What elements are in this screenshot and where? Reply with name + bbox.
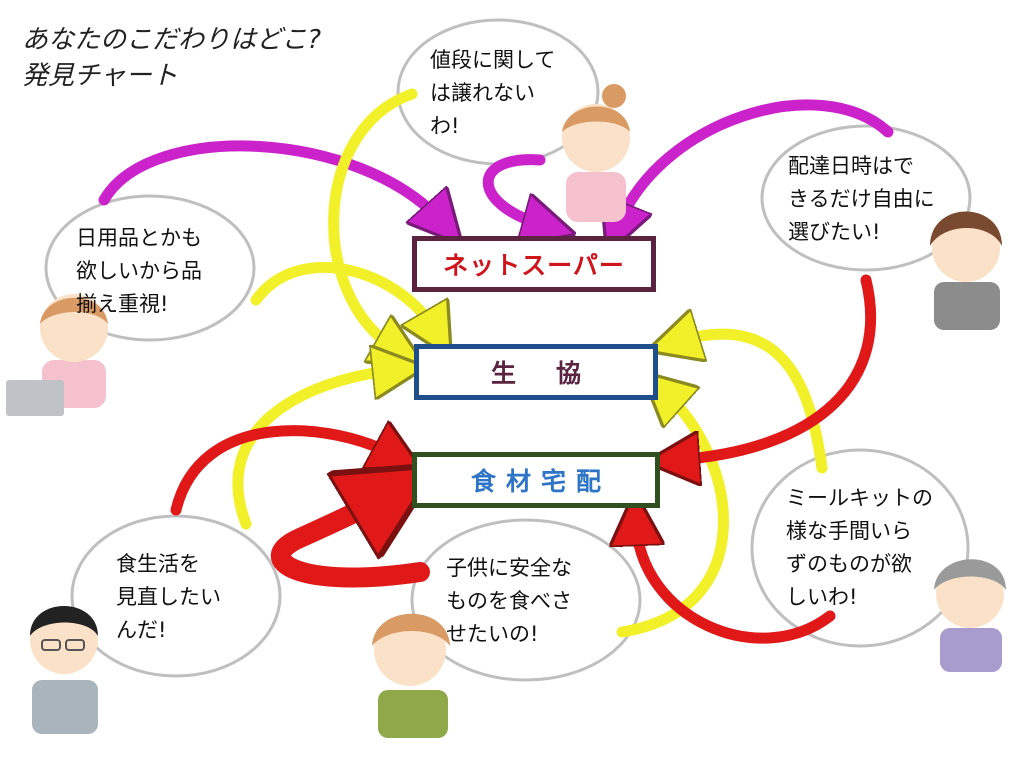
bubble-line: せたいの!	[446, 622, 539, 646]
bubble-line: ミールキットの	[786, 486, 933, 510]
service-label-net-super: ネットスーパー	[443, 251, 625, 280]
service-box-net-super: ネットスーパー	[412, 236, 656, 292]
bubble-line: 値段に関して	[430, 48, 556, 72]
laptop-icon	[6, 380, 64, 416]
bubble-line: んだ!	[116, 618, 167, 642]
title-line-2: 発見チャート	[22, 61, 178, 91]
glasses-icon	[41, 639, 61, 651]
bubble-line: きるだけ自由に	[788, 187, 935, 211]
bubble-text-delivery-time: 配達日時はで きるだけ自由に 選びたい!	[788, 150, 935, 249]
bubble-text-meal-kit: ミールキットの 様な手間いら ずのものが欲 しいわ!	[786, 482, 933, 614]
red-arrows	[170, 274, 876, 644]
bubble-line: ずのものが欲	[786, 552, 912, 576]
arrow-diet-to-coop	[232, 370, 396, 530]
bubble-delivery-time	[760, 124, 972, 272]
service-label-coop: 生協	[490, 359, 621, 388]
arrow-daily-goods-to-coop	[250, 261, 436, 332]
character-price	[562, 84, 630, 222]
bubble-line: は譲れない	[430, 81, 535, 105]
bubble-text-price: 値段に関して は譲れない わ!	[430, 44, 555, 143]
bubble-text-child-safety: 子供に安全な ものを食べさ せたいの!	[446, 552, 572, 651]
service-label-food-delivery: 食材宅配	[470, 467, 611, 496]
character-child-safety	[372, 613, 450, 738]
arrow-child-to-food	[270, 494, 420, 588]
bubble-line: しいわ!	[786, 585, 858, 609]
bubble-line: 子供に安全な	[446, 556, 572, 580]
character-delivery-time	[930, 211, 1002, 330]
title-line-1: あなたのこだわりはどこ?	[22, 25, 322, 55]
bubble-diet	[70, 514, 282, 678]
arrow-price-to-net	[482, 154, 546, 226]
bubble-line: 食生活を	[116, 552, 200, 576]
bubble-text-daily-goods: 日用品とかも 欲しいから品 揃え重視!	[76, 222, 202, 321]
bubble-line: 様な手間いら	[786, 519, 912, 543]
bubble-text-diet: 食生活を 見直したい んだ!	[116, 548, 221, 647]
yellow-arrows	[232, 88, 828, 638]
bubble-line: ものを食べさ	[446, 589, 572, 613]
arrow-meal-kit-to-coop	[676, 334, 828, 474]
bubble-line: 配達日時はで	[788, 154, 914, 178]
bubble-line: 揃え重視!	[76, 292, 169, 316]
arrow-diet-to-food	[170, 431, 396, 516]
service-box-coop: 生協	[414, 344, 658, 400]
arrow-delivery-to-food	[676, 274, 876, 460]
magenta-arrows	[98, 99, 894, 226]
bubble-line: 見直したい	[116, 585, 221, 609]
bubble-line: 選びたい!	[788, 220, 881, 244]
bubble-line: 日用品とかも	[76, 226, 202, 250]
bubble-line: 欲しいから品	[76, 259, 202, 283]
arrow-meal-kit-to-food	[636, 522, 836, 644]
speech-bubbles	[44, 18, 972, 682]
arrow-delivery-to-net	[618, 99, 894, 226]
chart-title: あなたのこだわりはどこ? 発見チャート	[22, 22, 321, 94]
bubble-meal-kit	[750, 448, 970, 648]
character-daily-goods	[6, 294, 108, 416]
bubble-child-safety	[410, 518, 642, 682]
character-meal-kit	[934, 559, 1006, 672]
arrow-child-to-coop	[616, 392, 729, 638]
character-diet	[30, 606, 98, 734]
service-box-food-delivery: 食材宅配	[412, 452, 660, 508]
arrow-daily-goods-to-net	[98, 140, 442, 222]
arrow-price-to-coop	[328, 88, 412, 350]
bubble-line: わ!	[430, 114, 460, 138]
